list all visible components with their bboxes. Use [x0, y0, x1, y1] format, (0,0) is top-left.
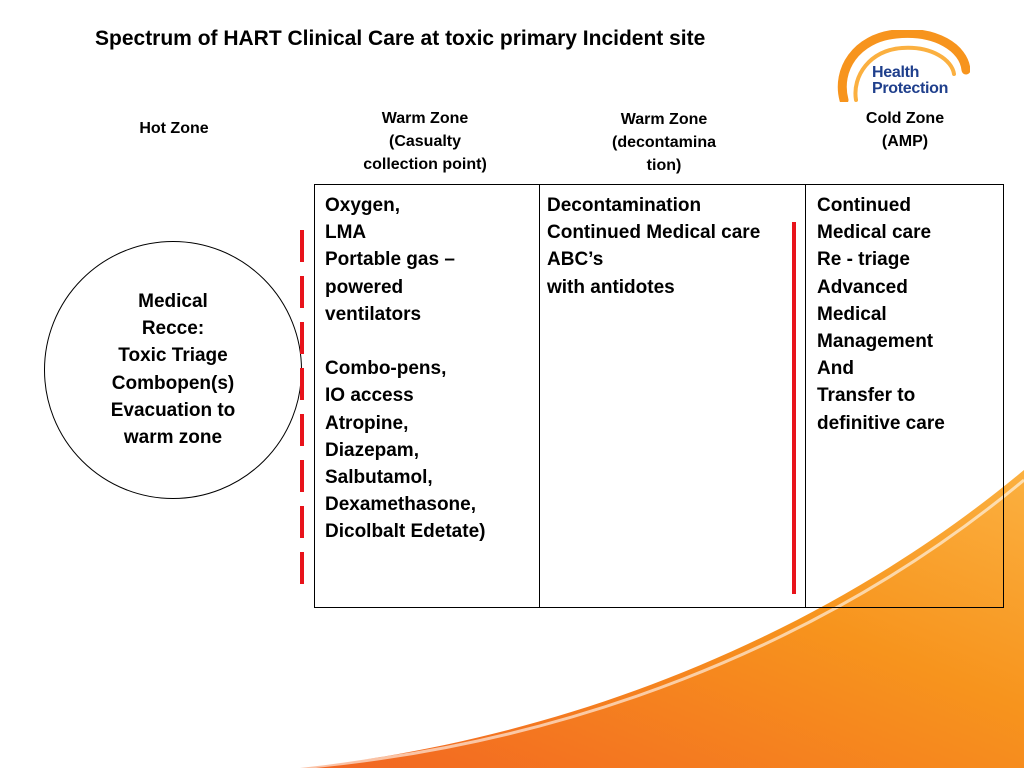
care-item: Dexamethasone, — [325, 494, 477, 516]
care-item: Salbutamol, — [325, 467, 433, 489]
zone-header-cold: Cold Zone (AMP) — [830, 107, 980, 153]
column-casualty-collection: Oxygen, LMA Portable gas – powered venti… — [315, 185, 540, 607]
care-table: Oxygen, LMA Portable gas – powered venti… — [314, 184, 1004, 608]
circle-text-line: Medical — [138, 291, 208, 312]
logo-text-protection: Protection — [872, 80, 949, 97]
care-item: Continued — [817, 195, 911, 216]
care-item: Dicolbalt Edetate) — [325, 521, 486, 543]
care-item: Atropine, — [325, 412, 409, 434]
circle-text-line: Evacuation to — [110, 399, 236, 421]
care-item: Transfer to — [817, 385, 916, 407]
zone-header-line: Cold Zone — [865, 110, 945, 127]
page-title: Spectrum of HART Clinical Care at toxic … — [95, 27, 706, 50]
circle-text-line: Combopen(s) — [111, 372, 235, 394]
hot-zone-circle-text: Medical Recce: Toxic Triage Combopen(s) … — [44, 288, 302, 451]
care-item: Diazepam, — [325, 439, 419, 461]
care-item: Advanced — [817, 276, 908, 298]
zone-header-warm-casualty: Warm Zone (Casualty collection point) — [330, 107, 520, 176]
care-item: Oxygen, — [325, 195, 400, 216]
logo-text-health: Health — [872, 64, 920, 81]
care-item: with antidotes — [547, 276, 675, 298]
care-item: definitive care — [817, 412, 945, 434]
care-item: LMA — [325, 222, 367, 244]
circle-text-line: Toxic Triage — [118, 345, 228, 367]
zone-header-line: (decontamina — [611, 134, 716, 151]
care-item: Re - triage — [817, 249, 910, 271]
zone-header-line: collection point) — [363, 156, 487, 173]
care-item: Decontamination — [547, 195, 702, 216]
care-item: Medical — [817, 303, 887, 325]
column-decontamination: Decontamination Continued Medical care A… — [540, 185, 806, 607]
zone-header-warm-decon: Warm Zone (decontamina tion) — [584, 108, 744, 177]
zone-header-line: (Casualty — [388, 133, 462, 150]
care-item: Combo-pens, — [325, 358, 447, 380]
spacer — [325, 328, 539, 355]
circle-text-line: warm zone — [123, 427, 223, 449]
health-protection-logo-icon — [837, 30, 970, 102]
zone-header-line: tion) — [646, 157, 682, 174]
zone-header-line: Warm Zone — [381, 110, 469, 127]
zone-header-hot: Hot Zone — [104, 117, 244, 140]
care-item: Management — [817, 331, 934, 353]
care-item: Portable gas – — [325, 249, 455, 271]
care-item: Continued Medical care — [547, 222, 761, 244]
zone-header-line: (AMP) — [881, 133, 929, 150]
circle-text-line: Recce: — [141, 318, 205, 340]
care-item: ABC’s — [547, 249, 604, 271]
care-item: And — [817, 358, 854, 380]
zone-header-line: Hot Zone — [139, 120, 209, 137]
zone-header-line: Warm Zone — [620, 111, 708, 128]
care-item: Medical care — [817, 222, 932, 244]
care-item: ventilators — [325, 303, 422, 325]
column-cold-zone: Continued Medical care Re - triage Advan… — [806, 185, 1003, 607]
care-item: powered — [325, 276, 404, 298]
care-item: IO access — [325, 385, 414, 407]
